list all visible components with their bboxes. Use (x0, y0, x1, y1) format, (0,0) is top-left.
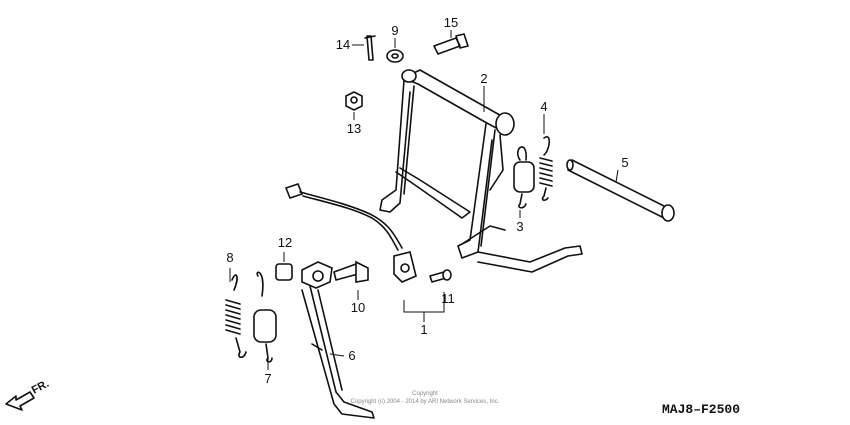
pivot-shaft-drawing (566, 159, 675, 222)
small-parts-upper-drawing (345, 33, 469, 111)
callout-11: 11 (441, 291, 455, 306)
leader-lines (229, 30, 619, 370)
copyright-line-2: Copyright (c) 2004 - 2014 by ARI Network… (351, 399, 500, 405)
callout-6: 6 (348, 348, 355, 363)
side-stand-drawing (275, 260, 375, 419)
callout-9: 9 (391, 23, 398, 38)
callout-10: 10 (351, 300, 365, 315)
callout-5: 5 (621, 155, 628, 170)
callout-4: 4 (540, 99, 547, 114)
front-direction-arrow-icon (5, 391, 35, 411)
main-stand-drawing (379, 69, 583, 273)
callout-3: 3 (516, 219, 523, 234)
spring-4-drawing (539, 136, 553, 201)
diagram-code: MAJ8–F2500 (662, 402, 740, 417)
callout-14: 14 (336, 37, 350, 52)
callout-15: 15 (444, 15, 458, 30)
callout-8: 8 (226, 250, 233, 265)
callout-12: 12 (278, 235, 292, 250)
callout-2: 2 (480, 71, 487, 86)
callout-1: 1 (420, 322, 427, 337)
spring-3-drawing (513, 146, 535, 209)
callout-13: 13 (347, 121, 361, 136)
copyright-line-1: Copyright (412, 391, 438, 397)
callout-7: 7 (264, 371, 271, 386)
side-stand-switch-drawing (284, 183, 452, 283)
springs-7-8-drawing (225, 271, 277, 363)
direction-label: FR. (30, 378, 51, 397)
